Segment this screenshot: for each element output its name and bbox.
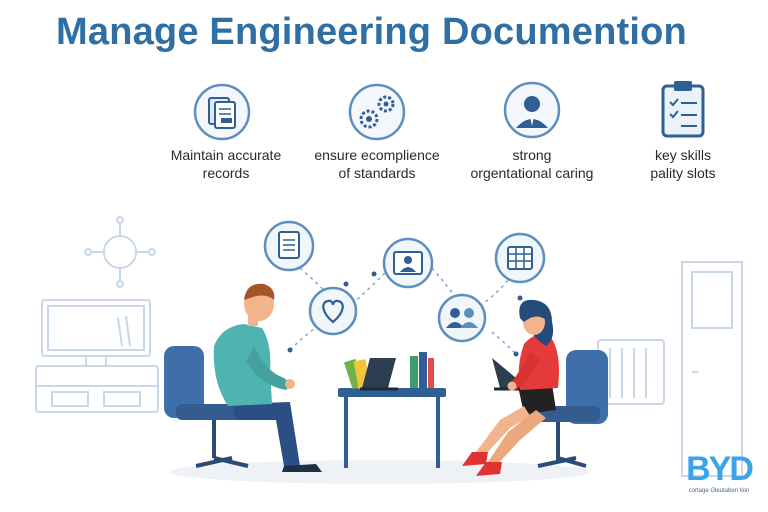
bubble-document (263, 220, 315, 272)
brand-logo-text: BYD (686, 450, 754, 488)
background-line-art (35, 216, 743, 477)
bubble-team (437, 293, 487, 343)
feature-icon-clipboard (661, 81, 705, 138)
feature-label-line: Maintain accurate (170, 147, 282, 163)
feature-icon-records (193, 83, 251, 141)
laptop-left (360, 358, 398, 391)
feature-label-compliance: ensure ecomplience of standards (287, 146, 467, 182)
bubble-user-card (382, 237, 434, 289)
bubble-heart (308, 286, 358, 336)
feature-icon-compliance (348, 83, 406, 141)
brand-logo: BYD cortage Gleutaben tion (678, 451, 760, 497)
brand-tagline: cortage Gleutaben tion (688, 488, 750, 494)
feature-label-line: orgentational caring (470, 165, 594, 181)
meeting-table (338, 388, 446, 468)
feature-label-line: records (202, 165, 250, 181)
woman-figure (462, 299, 608, 476)
feature-label-line: strong (512, 147, 552, 163)
bubble-calendar-grid (494, 232, 546, 284)
connection-dots (287, 271, 523, 357)
feature-label-line: key skills (654, 147, 711, 163)
feature-label-line: pality slots (650, 165, 716, 181)
feature-label-organizational: strong orgentational caring (442, 146, 622, 182)
man-figure (164, 283, 322, 472)
feature-label-records: Maintain accurate records (136, 146, 316, 182)
feature-label-key-skills: key skills pality slots (593, 146, 768, 182)
feature-label-line: of standards (338, 165, 416, 181)
page-title: Manage Engineering Documention (56, 11, 687, 53)
feature-icon-person (503, 81, 561, 139)
feature-label-line: ensure ecomplience (314, 147, 440, 163)
